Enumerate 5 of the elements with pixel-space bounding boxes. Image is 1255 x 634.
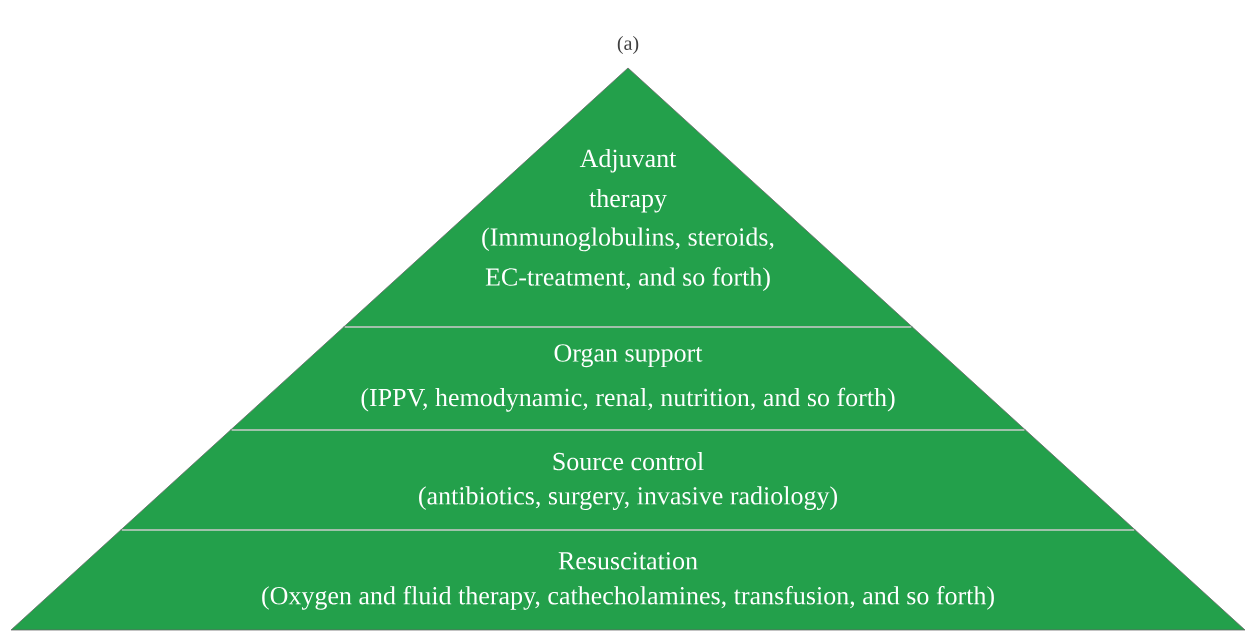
pyramid-tier: Adjuvant therapy (Immunoglobulins, steroids, EC-treatment, and so forth) <box>343 67 913 328</box>
pyramid-tier: Source control (antibiotics, surgery, invasive radiology) <box>120 429 1136 531</box>
pyramid-tier: Resuscitation (Oxygen and fluid therapy, cathecholamines, transfusion, and so forth) <box>10 529 1246 631</box>
panel-label: (a) <box>617 35 639 55</box>
pyramid-tier: Organ support (IPPV, hemodynamic, renal, nutrition, and so forth) <box>230 326 1026 431</box>
